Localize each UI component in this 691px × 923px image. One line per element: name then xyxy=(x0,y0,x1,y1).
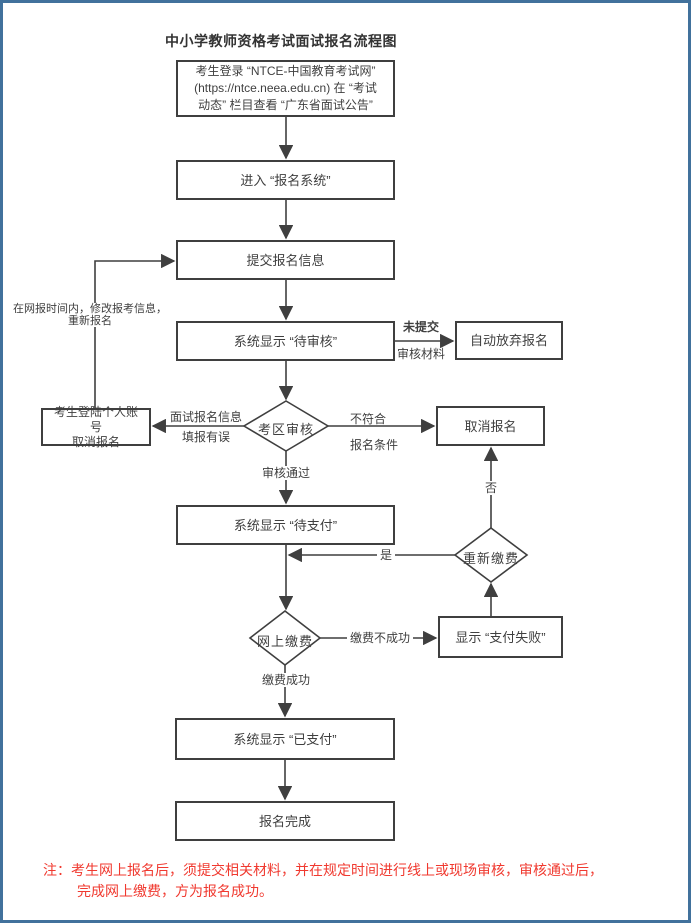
flow-node-login: 考生登录 “NTCE-中国教育考试网” (https://ntce.neea.e… xyxy=(176,60,395,117)
flow-node-pending-payment: 系统显示 “待支付” xyxy=(176,505,395,545)
flow-node-paid: 系统显示 “已支付” xyxy=(175,718,395,760)
edge-label-not-qualified: 不符合 报名条件 xyxy=(350,412,399,452)
flow-node-auto-abandon: 自动放弃报名 xyxy=(455,321,563,360)
flow-node-complete: 报名完成 xyxy=(175,801,395,841)
flow-node-online-payment-label: 网上缴费 xyxy=(256,634,313,649)
flow-node-district-review-label: 考区审核 xyxy=(257,422,314,437)
flow-node-account-cancel: 考生登陆个人账号 取消报名 xyxy=(41,405,151,449)
footnote: 注：考生网上报名后，须提交相关材料，并在规定时间进行线上或现场审核，审核通过后，… xyxy=(43,862,603,899)
online-payment-diamond xyxy=(248,609,322,667)
edge-label-review-passed: 审核通过 xyxy=(254,466,318,480)
flow-node-repay-label: 重新缴费 xyxy=(462,551,519,566)
edge-label-yes: 是 xyxy=(377,548,395,562)
edge-label-modify-note: 在网报时间内，修改报考信息， 重新报名 xyxy=(11,303,169,327)
edge-label-info-error: 面试报名信息 填报有误 xyxy=(169,410,242,444)
flow-node-pending-review: 系统显示 “待审核” xyxy=(176,321,395,361)
flow-node-enter-system: 进入 “报名系统” xyxy=(176,160,395,200)
edge-label-review-materials: 审核材料 xyxy=(396,347,445,361)
flowchart-connectors xyxy=(94,117,529,801)
repay-diamond xyxy=(453,527,529,583)
connector-account-cancel-to-submit xyxy=(94,253,176,408)
flow-node-payment-failed: 显示 “支付失败” xyxy=(438,616,563,658)
edge-label-no: 否 xyxy=(482,481,500,495)
page-title: 中小学教师资格考试面试报名流程图 xyxy=(165,33,397,49)
flow-node-submit-info: 提交报名信息 xyxy=(176,240,395,280)
edge-label-not-submitted: 未提交 xyxy=(402,320,439,334)
edge-label-pay-success: 缴费成功 xyxy=(257,673,315,687)
edge-label-pay-fail: 缴费不成功 xyxy=(347,631,413,645)
flow-node-cancel-registration: 取消报名 xyxy=(436,406,545,446)
district-review-diamond xyxy=(242,400,330,452)
